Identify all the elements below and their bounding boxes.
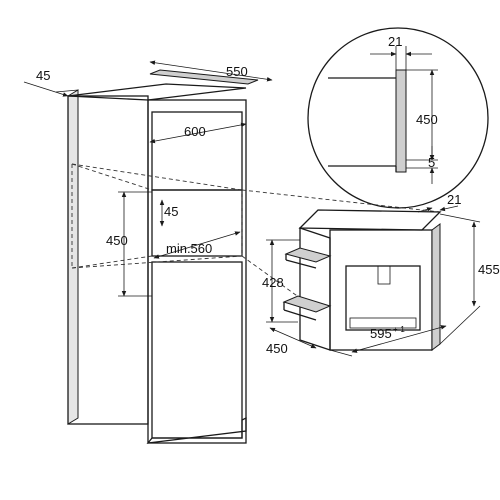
appliance-dimensions: 21 455 428 450 595 +-1 <box>262 192 500 357</box>
dim-detail-450: 450 <box>416 112 438 127</box>
cabinet-dimensions: 45 550 600 450 45 min.560 <box>23 60 273 297</box>
dim-detail-5: 5 <box>428 155 435 170</box>
dim-appliance-595: 595 <box>370 326 392 341</box>
cabinet-base <box>146 416 247 444</box>
detail-view: 21 450 5 <box>307 27 489 209</box>
upper-shelf <box>284 247 332 263</box>
cabinet-left-edge <box>67 89 79 425</box>
coffee-spout <box>377 265 391 285</box>
appliance-recess <box>345 265 421 331</box>
dim-niche-top-gap-45: 45 <box>164 204 178 219</box>
detail-circle <box>307 27 489 209</box>
dim-appliance-450: 450 <box>266 341 288 356</box>
lower-shelf <box>282 295 332 313</box>
dim-cabinet-width-600: 600 <box>184 124 206 139</box>
dim-detail-21: 21 <box>388 34 402 49</box>
dim-cabinet-panel-45: 45 <box>36 68 50 83</box>
dim-cabinet-depth-550: 550 <box>226 64 248 79</box>
dim-appliance-428: 428 <box>262 275 284 290</box>
appliance-top <box>298 209 442 231</box>
dim-niche-min-depth: min.560 <box>166 241 212 256</box>
dim-appliance-595-tolerance: +-1 <box>393 325 405 334</box>
cabinet-front <box>147 99 247 444</box>
appliance-front-edge <box>431 223 441 351</box>
dim-appliance-455: 455 <box>478 262 500 277</box>
detail-panel <box>395 69 407 173</box>
lower-door <box>151 261 243 439</box>
appliance-side <box>299 227 331 351</box>
coffee-machine <box>282 209 442 351</box>
cabinet-top <box>67 83 247 101</box>
dim-appliance-21: 21 <box>447 192 461 207</box>
dim-niche-height-450: 450 <box>106 233 128 248</box>
cabinet-side-panel <box>67 95 149 425</box>
